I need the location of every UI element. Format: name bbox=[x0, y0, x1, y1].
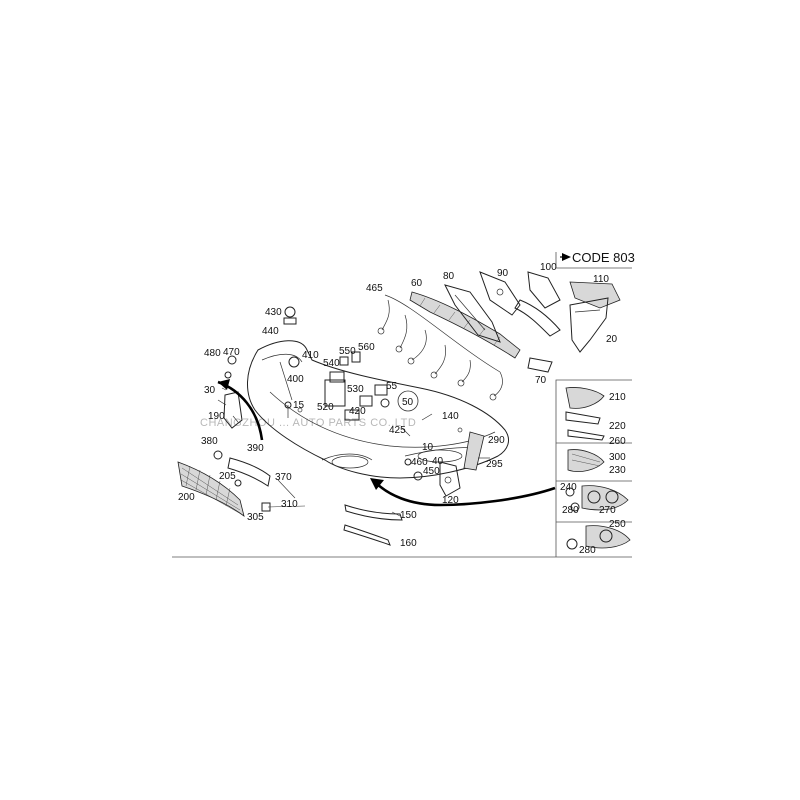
variant-panel bbox=[555, 379, 632, 557]
callout-90: 90 bbox=[497, 268, 509, 279]
bracket-70 bbox=[514, 299, 561, 373]
callout-260: 260 bbox=[609, 436, 626, 447]
callout-470: 470 bbox=[223, 347, 240, 358]
callout-310: 310 bbox=[281, 499, 298, 510]
callout-530: 530 bbox=[347, 384, 364, 395]
callout-280b: 280 bbox=[579, 545, 596, 556]
watermark-text: CHANGZHOU ... AUTO PARTS CO.,LTD bbox=[200, 417, 416, 429]
small-parts bbox=[213, 306, 490, 512]
callout-280a: 280 bbox=[562, 505, 579, 516]
grille-insert-290 bbox=[463, 431, 485, 471]
callout-550: 550 bbox=[339, 346, 356, 357]
callout-15: 15 bbox=[293, 400, 305, 411]
side-guide-20 bbox=[569, 297, 609, 353]
callout-120: 120 bbox=[442, 495, 459, 506]
callout-370: 370 bbox=[275, 472, 292, 483]
callout-430: 430 bbox=[265, 307, 282, 318]
bracket-100 bbox=[527, 271, 561, 309]
code-803-label: CODE 803 bbox=[572, 250, 635, 265]
callout-440: 440 bbox=[262, 326, 279, 337]
callout-20: 20 bbox=[606, 334, 618, 345]
callout-80: 80 bbox=[443, 271, 455, 282]
callout-425: 425 bbox=[389, 425, 406, 436]
callout-450: 450 bbox=[423, 466, 440, 477]
center-bracket-80 bbox=[444, 284, 501, 343]
callout-10: 10 bbox=[422, 442, 434, 453]
callout-40: 40 bbox=[432, 456, 444, 467]
lower-grille-mesh bbox=[177, 461, 245, 517]
callout-465: 465 bbox=[366, 283, 383, 294]
callout-100: 100 bbox=[540, 262, 557, 273]
callout-200: 200 bbox=[178, 492, 195, 503]
trim-strips bbox=[343, 504, 403, 546]
callout-140: 140 bbox=[442, 411, 459, 422]
callout-110: 110 bbox=[593, 274, 609, 285]
leader-lines bbox=[221, 387, 411, 517]
callout-420: 420 bbox=[349, 406, 366, 417]
callout-560: 560 bbox=[358, 342, 375, 353]
callout-300: 300 bbox=[609, 452, 626, 463]
callout-295: 295 bbox=[486, 459, 503, 470]
bracket-120 bbox=[439, 461, 461, 497]
callout-210: 210 bbox=[609, 392, 626, 403]
callout-205: 205 bbox=[219, 471, 236, 482]
callout-460: 460 bbox=[411, 457, 428, 468]
variant-parts bbox=[565, 387, 631, 550]
callout-circle-50 bbox=[397, 390, 419, 412]
callout-290: 290 bbox=[488, 435, 505, 446]
callout-150: 150 bbox=[400, 510, 417, 521]
bottom-curved-arrow bbox=[374, 481, 556, 507]
callout-230: 230 bbox=[609, 465, 626, 476]
callout-270: 270 bbox=[599, 505, 616, 516]
callout-160: 160 bbox=[400, 538, 417, 549]
upper-bracket-90 bbox=[479, 271, 521, 316]
callout-390: 390 bbox=[247, 443, 264, 454]
callout-400: 400 bbox=[287, 374, 304, 385]
callout-380: 380 bbox=[201, 436, 218, 447]
direction-arrows bbox=[217, 379, 556, 507]
callout-labels: 10 15 20 30 40 50 55 60 70 80 90 100 110… bbox=[178, 262, 626, 556]
callout-70: 70 bbox=[535, 375, 547, 386]
callout-305: 305 bbox=[247, 512, 264, 523]
callout-220: 220 bbox=[609, 421, 626, 432]
callout-60: 60 bbox=[411, 278, 423, 289]
callout-30: 30 bbox=[204, 385, 216, 396]
callout-410: 410 bbox=[302, 350, 319, 361]
callout-240: 240 bbox=[560, 482, 577, 493]
bumper-cover bbox=[247, 340, 509, 479]
callout-55: 55 bbox=[386, 381, 398, 392]
callout-480: 480 bbox=[204, 348, 221, 359]
callout-50: 50 bbox=[402, 397, 414, 408]
callout-190: 190 bbox=[208, 411, 225, 422]
callout-250: 250 bbox=[609, 519, 626, 530]
callout-540: 540 bbox=[323, 358, 340, 369]
code-803-header: CODE 803 bbox=[555, 250, 635, 269]
wiring-harness bbox=[377, 294, 503, 401]
license-plate-bracket bbox=[227, 457, 271, 487]
callout-520: 520 bbox=[317, 402, 334, 413]
